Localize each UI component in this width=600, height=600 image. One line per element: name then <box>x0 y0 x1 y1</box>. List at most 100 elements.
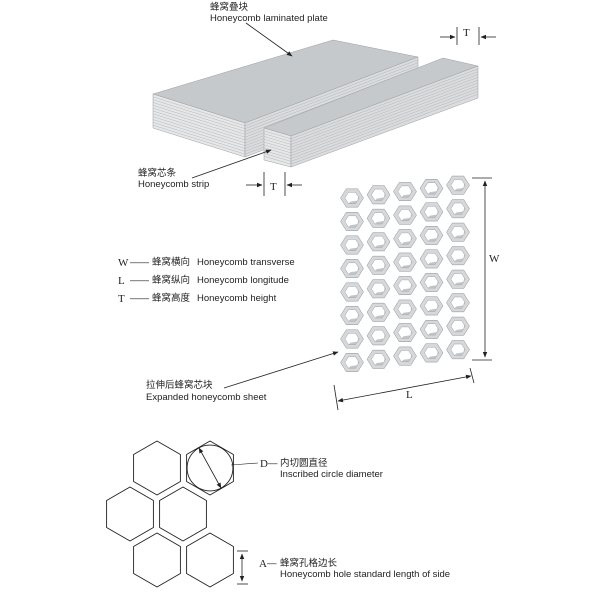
legend-item-height: T —— 蜂窝高度 Honeycomb height <box>118 292 277 305</box>
plate-layer-line <box>152 96 246 127</box>
strip-layer-line <box>263 139 292 148</box>
hexagon-cell-outline <box>186 440 234 496</box>
honeycomb-cell <box>366 208 391 228</box>
svg-text:Inscribed circle diameter: Inscribed circle diameter <box>280 469 383 480</box>
svg-text:——: —— <box>130 293 150 304</box>
legend-item-longitude: L —— 蜂窝纵向 Honeycomb longitude <box>118 274 289 287</box>
honeycomb-cell <box>340 235 364 255</box>
plate-layer-line <box>244 59 419 127</box>
honeycomb-cell <box>419 296 444 316</box>
honeycomb-cell <box>366 302 391 322</box>
legend-item-transverse: W —— 蜂窝横向 Honeycomb transverse <box>118 256 295 269</box>
laminated-plate-label-cn: 蜂窝叠块 <box>210 1 249 13</box>
svg-text:A: A <box>259 558 267 570</box>
svg-text:Honeycomb transverse: Honeycomb transverse <box>197 257 295 268</box>
honeycomb-strip-layers <box>263 68 479 165</box>
strip-layer-line <box>290 91 479 162</box>
honeycomb-cell <box>393 205 417 225</box>
strip-layer-line <box>290 77 479 148</box>
svg-text:蜂窝高度: 蜂窝高度 <box>152 292 191 304</box>
honeycomb-cell <box>366 185 391 205</box>
honeycomb-cell <box>393 229 417 249</box>
svg-text:蜂窝孔格边长: 蜂窝孔格边长 <box>280 557 338 569</box>
svg-text:Honeycomb height: Honeycomb height <box>197 293 277 304</box>
svg-text:——: —— <box>130 275 150 286</box>
plate-layer-line <box>152 119 246 149</box>
strip-layer-line <box>290 85 479 156</box>
plate-layer-line <box>152 113 246 144</box>
expanded-honeycomb-sheet <box>340 175 470 372</box>
svg-text:W: W <box>118 257 129 269</box>
strip-layer-line <box>290 68 479 140</box>
hexagon-cell-outline <box>186 532 234 588</box>
honeycomb-cell <box>419 178 444 198</box>
side-length-label: A — 蜂窝孔格边长 Honeycomb hole standard lengt… <box>259 557 450 580</box>
honeycomb-cell <box>366 232 391 252</box>
plate-layer-line <box>152 107 246 138</box>
strip-leader <box>191 149 272 179</box>
honeycomb-cell <box>393 346 417 366</box>
strip-layer-line <box>290 93 479 165</box>
strip-layer-line <box>290 82 479 154</box>
expanded-sheet-label-cn: 拉伸后蜂窝芯块 <box>146 379 213 391</box>
svg-text:D: D <box>260 458 268 470</box>
honeycomb-cell <box>446 246 470 266</box>
honeycomb-cell <box>366 279 391 299</box>
strip-layer-line <box>290 79 479 151</box>
honeycomb-cell <box>366 349 391 369</box>
expanded-sheet-label-en: Expanded honeycomb sheet <box>146 392 267 403</box>
thickness-symbol-bottom: T <box>270 181 277 193</box>
plate-layer-line <box>152 99 246 129</box>
plate-layer-line <box>152 124 246 155</box>
laminated-plate-label-en: Honeycomb laminated plate <box>210 13 328 24</box>
diameter-arrow <box>198 447 222 489</box>
strip-layer-line <box>290 88 479 159</box>
strip-layer-line <box>290 71 479 142</box>
strip-layer-line <box>263 133 292 142</box>
honeycomb-cell <box>340 259 364 278</box>
svg-text:Honeycomb hole standard length: Honeycomb hole standard length of side <box>280 569 450 580</box>
diameter-leader <box>230 462 259 466</box>
honeycomb-cell <box>446 222 470 242</box>
honeycomb-cell <box>393 182 417 202</box>
honeycomb-cell <box>446 199 470 219</box>
strip-layer-line <box>290 74 479 145</box>
honeycomb-cell <box>393 252 417 272</box>
plate-layer-line <box>152 102 246 132</box>
plate-layer-line <box>152 116 246 146</box>
svg-text:蜂窝横向: 蜂窝横向 <box>152 256 190 268</box>
inscribed-circle-label: D — 内切圆直径 Inscribed circle diameter <box>260 457 383 480</box>
laminated-plate-leader <box>245 22 293 57</box>
svg-text:蜂窝纵向: 蜂窝纵向 <box>152 274 190 286</box>
strip-layer-line <box>263 147 292 156</box>
legend: W —— 蜂窝横向 Honeycomb transverse L —— 蜂窝纵向… <box>118 256 295 305</box>
honeycomb-cell <box>446 269 470 289</box>
honeycomb-cell <box>419 343 444 363</box>
honeycomb-strip <box>263 57 479 168</box>
plate-layer-line <box>244 62 419 129</box>
honeycomb-cell <box>393 299 417 319</box>
plate-layer-line <box>244 65 419 132</box>
honeycomb-cell <box>340 306 364 325</box>
honeycomb-cell <box>340 353 364 372</box>
honeycomb-cell <box>393 323 417 343</box>
hexagon-cell-detail <box>106 440 259 588</box>
strip-layer-line <box>263 144 292 154</box>
honeycomb-cell <box>340 188 364 208</box>
plate-layer-line <box>152 110 246 141</box>
strip-layer-line <box>263 141 292 151</box>
svg-text:——: —— <box>130 257 150 268</box>
width-symbol: W <box>489 253 500 265</box>
honeycomb-cell <box>419 225 444 245</box>
length-dimension: L <box>333 367 475 411</box>
hexagon-cell-outline <box>106 486 154 542</box>
plate-layer-line <box>152 105 246 135</box>
thickness-dimension-bottom: T <box>246 172 302 196</box>
honeycomb-cell <box>340 282 364 302</box>
length-symbol: L <box>406 389 413 401</box>
honeycomb-cell <box>393 276 417 296</box>
hexagon-cell-outline <box>133 440 181 496</box>
hexagon-cell-outline <box>159 486 207 542</box>
svg-text:内切圆直径: 内切圆直径 <box>280 457 328 469</box>
